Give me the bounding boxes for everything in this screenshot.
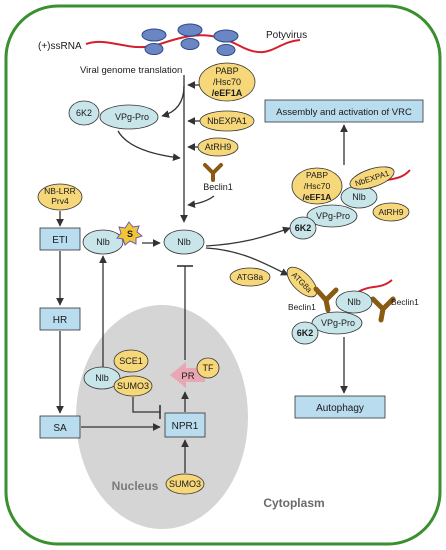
- autophagy-label: Autophagy: [316, 403, 364, 414]
- autophagy-box: [294, 395, 386, 419]
- tf-label: TF: [203, 363, 214, 373]
- npr1-box: [164, 412, 206, 438]
- nlb-left: [82, 229, 124, 255]
- atrh9-top-label: AtRH9: [205, 142, 232, 152]
- autophagy-vpg-pro: [311, 311, 363, 335]
- s-badge-label: S: [127, 229, 133, 239]
- nlb-nucleus: [83, 366, 121, 390]
- autophagy-sixk2-label: 6K2: [297, 328, 314, 338]
- nlb-center-label: Nlb: [177, 237, 191, 247]
- sixk2-top: [68, 100, 100, 126]
- sixk2-top-label: 6K2: [76, 108, 92, 118]
- vrc-atrh9-label: AtRH9: [378, 207, 403, 217]
- beclin1-right-label: Beclin1: [391, 297, 419, 307]
- autophagy-rna-strand: [357, 279, 393, 293]
- pabp-top-line2: /Hsc70: [213, 77, 241, 87]
- ribosome-2: [177, 23, 203, 50]
- autophagy-atg8a: [286, 266, 318, 298]
- sumo-star-badge: [116, 221, 144, 246]
- vrc-nlb-label: Nlb: [352, 192, 366, 202]
- pr-gene-arrow: [170, 362, 205, 388]
- sumo3-top-label: SUMO3: [117, 381, 149, 391]
- pabp-top-line1: PABP: [215, 66, 238, 76]
- autophagy-nlb-label: Nlb: [347, 297, 361, 307]
- pabp-top-line3: /eEF1A: [212, 88, 243, 98]
- vrc-pabp-line3: /eEF1A: [303, 192, 332, 202]
- eti-box: [39, 227, 81, 251]
- vrc-vpg-pro-label: VPg-Pro: [316, 211, 350, 221]
- npr1-label: NPR1: [172, 421, 199, 432]
- assembly-vrc-label: Assembly and activation of VRC: [276, 107, 412, 118]
- vrc-nbexpa1: [349, 166, 395, 190]
- eti-label: ETI: [52, 235, 68, 246]
- arrow-nlb-to-vrc: [205, 226, 291, 247]
- sumo3-bottom-label: SUMO3: [169, 479, 201, 489]
- hr-box: [39, 307, 81, 331]
- tf-nucleus: [196, 357, 220, 379]
- vrc-sixk2-label: 6K2: [295, 223, 312, 233]
- ssrna-label: (+)ssRNA: [38, 41, 82, 52]
- autophagy-vpg-pro-label: VPg-Pro: [321, 318, 355, 328]
- hr-label: HR: [53, 315, 67, 326]
- nlb-left-label: Nlb: [96, 237, 110, 247]
- autophagy-sixk2: [291, 321, 319, 345]
- vrc-pabp-line2: /Hsc70: [304, 181, 331, 191]
- nucleus-ellipse: [76, 305, 248, 529]
- nlb-nucleus-label: Nlb: [95, 373, 109, 383]
- beclin1-top-icon: [203, 163, 223, 182]
- arrow-nlb-to-autophagy: [205, 247, 289, 276]
- sce1-nucleus: [113, 349, 149, 373]
- beclin1-right-icon: [370, 296, 396, 323]
- sumo3-nucleus-top: [113, 375, 153, 397]
- ribosome-3: [213, 29, 239, 56]
- cytoplasm-label: Cytoplasm: [263, 496, 324, 510]
- inhibit-sumo3-to-npr1: [132, 397, 160, 413]
- vpg-pro-top-label: VPg-Pro: [115, 112, 149, 122]
- vrc-pabp-line1: PABP: [306, 170, 328, 180]
- beclin1-top-label: Beclin1: [203, 182, 233, 192]
- sa-box: [39, 415, 81, 439]
- arrow-translation-to-vpg: [161, 85, 185, 118]
- arrow-vpg-to-complex: [117, 130, 181, 162]
- vrc-pabp: [291, 167, 343, 205]
- nb-lrr-line1: NB-LRR: [44, 186, 76, 196]
- pr-label: PR: [181, 371, 194, 382]
- atg8a-free: [229, 267, 271, 287]
- nucleus-label: Nucleus: [112, 479, 159, 493]
- vrc-vpg-pro: [306, 204, 358, 228]
- autophagy-nlb: [335, 290, 373, 314]
- vrc-atrh9: [372, 202, 410, 222]
- nb-lrr-line2: Prv4: [51, 196, 69, 206]
- vpg-pro-top: [99, 104, 159, 130]
- beclin1-left-icon: [313, 286, 339, 313]
- potyvirus-label: Potyvirus: [266, 30, 307, 41]
- nbexpa1-top-label: NbEXPA1: [207, 116, 247, 126]
- nlb-center: [163, 229, 205, 255]
- atg8a-free-label: ATG8a: [237, 272, 264, 282]
- pabp-hsc70-eef1a-top: [198, 62, 256, 102]
- ribosome-1: [141, 28, 167, 55]
- viral-translation-label: Viral genome translation: [80, 65, 182, 76]
- sumo3-nucleus-bottom: [165, 473, 205, 495]
- sce1-label: SCE1: [119, 356, 143, 366]
- assembly-vrc-box: [264, 99, 424, 123]
- nb-lrr-prv4: [37, 183, 83, 211]
- beclin1-left-label: Beclin1: [288, 302, 316, 312]
- arrow-beclin1-to-axis: [187, 195, 215, 209]
- sa-label: SA: [53, 423, 67, 434]
